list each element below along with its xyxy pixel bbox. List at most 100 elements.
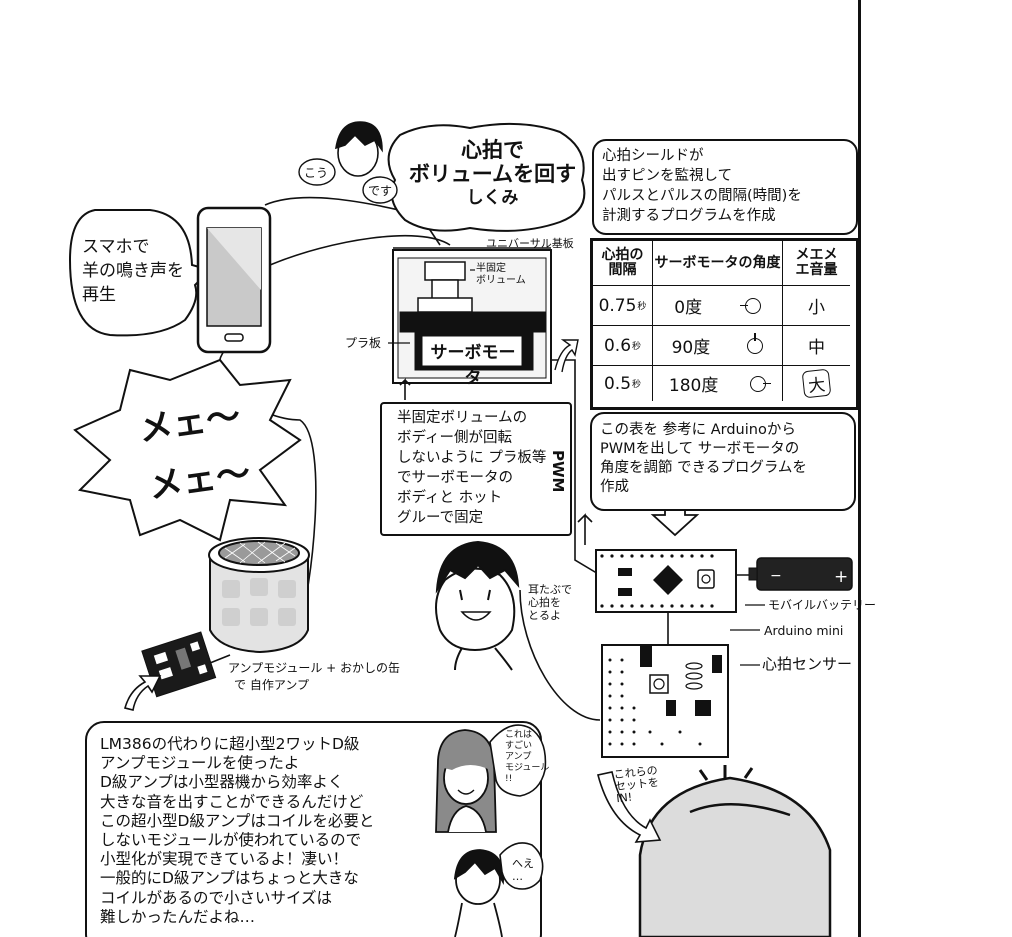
arduino-note-line-2: PWMを出して サーボモータの xyxy=(600,441,800,457)
phone-line-1: スマホで xyxy=(82,237,150,257)
fix-note-line-2: ボディー側が回転 xyxy=(397,430,512,446)
table-header-interval: 心拍の間隔 xyxy=(593,241,653,286)
table-row-3-angle: 180度 xyxy=(653,366,783,401)
explanation-line-10: 難しかったんだよね… xyxy=(100,907,256,926)
battery-plus: + xyxy=(834,567,848,587)
angle-3-value: 180度 xyxy=(668,376,719,396)
amp-label-2: で 自作アンプ xyxy=(234,678,309,692)
heartbeat-note-box xyxy=(592,139,858,235)
fix-note-text: 半固定ボリュームの ボディー側が回転 しないように プラ板等 でサーボモータの … xyxy=(397,408,546,528)
girl-bubble-4: モジュール xyxy=(505,763,550,773)
sheep-sound-burst xyxy=(73,358,302,542)
volume-label-2: ボリューム xyxy=(476,275,526,286)
heartbeat-line-2: 出すピンを監視して xyxy=(602,168,733,184)
girl-bubble-text: これは すごい アンプ モジュール !! xyxy=(505,730,549,785)
arduino-note-text: この表を 参考に Arduinoから PWMを出して サーボモータの 角度を調節… xyxy=(600,421,807,497)
title-line-2: ボリュームを回す xyxy=(408,162,577,186)
girl-bubble-5: !! xyxy=(505,774,513,784)
heartbeat-line-1: 心拍シールドが xyxy=(602,148,704,164)
page-border-line xyxy=(858,0,861,937)
curve-arrow xyxy=(554,339,579,373)
boy-bubble-right: です xyxy=(368,184,393,198)
arduino-mini xyxy=(595,549,737,613)
boy-head-top xyxy=(335,121,383,177)
explanation-text: LM386の代わりに超小型2ワットD級 アンプモジュールを使ったよ D級アンプは… xyxy=(100,735,374,927)
fix-note-line-4: でサーボモータの xyxy=(397,470,513,486)
heartbeat-line-4: 計測するプログラムを作成 xyxy=(602,208,776,224)
boy2-bubble-2: … xyxy=(512,870,523,883)
heartbeat-note-text: 心拍シールドが 出すピンを監視して パルスとパルスの間隔(時間)を 計測するプロ… xyxy=(602,146,802,226)
smiling-boy xyxy=(435,540,520,671)
dial-90-icon xyxy=(747,332,764,354)
table-row-2-volume: 中 xyxy=(783,326,850,366)
volume-label: 半固定 ボリューム xyxy=(476,263,526,287)
explanation-line-9: コイルがあるので小さいサイズは xyxy=(100,888,333,907)
arduino-note-line-3: 角度を調節 できるプログラムを xyxy=(600,460,807,476)
explanation-line-5: この超小型D級アンプはコイルを必要と xyxy=(100,811,375,830)
ear-label-2: 心拍を xyxy=(528,596,561,609)
ear-label-1: 耳たぶで xyxy=(528,583,572,596)
interval-1-value: 0.75 xyxy=(598,295,637,316)
explanation-line-7: 小型化が実現できているよ！凄い！ xyxy=(100,850,349,869)
explanation-line-3: D級アンプは小型器機から効率よく xyxy=(100,773,344,792)
arduino-note-line-4: 作成 xyxy=(600,479,629,495)
dial-180-icon xyxy=(750,375,772,392)
fix-note-line-3: しないように プラ板等 xyxy=(397,450,547,466)
volume-label-1: 半固定 xyxy=(476,263,506,274)
amp-arrow xyxy=(124,675,162,711)
explanation-line-8: 一般的にD級アンプはちょっと大きな xyxy=(100,869,359,888)
universal-board-label: ユニバーサル基板 xyxy=(486,237,574,250)
dial-0-icon xyxy=(739,297,761,314)
phone-bubble-shape xyxy=(68,209,212,337)
girl-bubble-shape xyxy=(489,724,547,797)
interval-2-unit: 秒 xyxy=(632,342,642,352)
battery-label: モバイルバッテリー xyxy=(768,598,877,612)
explanation-line-4: 大きな音を出すことができるんだけど xyxy=(100,792,364,811)
fix-note-box xyxy=(380,402,572,536)
explanation-line-2: アンプモジュールを使ったよ xyxy=(100,754,300,773)
phone-bubble-text: スマホで 羊の鳴き声を 再生 xyxy=(82,235,184,307)
title-line-1: 心拍で xyxy=(461,138,524,162)
backpack-arrow xyxy=(597,771,662,843)
heart-sensor xyxy=(601,644,729,758)
table-header-angle: サーボモータの角度 xyxy=(653,241,783,286)
board-arrow-up xyxy=(399,378,411,400)
sensor-label: 心拍センサー xyxy=(762,655,853,673)
boy-bubble-right-shape xyxy=(362,176,398,204)
boy2-bubble-shape xyxy=(499,842,544,890)
smartphone xyxy=(196,206,272,354)
phone-line-2: 羊の鳴き声を xyxy=(82,261,184,281)
table-row-1-angle: 0度 xyxy=(653,286,783,326)
volume-large-burst: 大 xyxy=(801,368,832,399)
mobile-battery xyxy=(748,557,853,591)
plastic-board-label: プラ板 xyxy=(345,336,382,350)
angle-2-value: 90度 xyxy=(671,338,711,358)
ear-label: 耳たぶで 心拍を とるよ xyxy=(528,583,572,622)
fix-note-line-6: グルーで固定 xyxy=(397,510,484,526)
title-line-3: しくみ xyxy=(466,188,519,208)
table-row-2-angle: 90度 xyxy=(653,326,783,366)
boy2-bubble-1: へえ xyxy=(512,857,534,870)
backpack xyxy=(638,765,832,937)
girl-bubble-2: すごい xyxy=(505,741,533,751)
battery-minus: − xyxy=(770,568,782,584)
boy-bottom xyxy=(453,849,504,937)
angle-1-value: 0度 xyxy=(674,298,703,318)
girl xyxy=(435,729,497,833)
explanation-line-1: LM386の代わりに超小型2ワットD級 xyxy=(100,735,360,753)
fix-note-line-1: 半固定ボリュームの xyxy=(397,410,528,426)
amp-module xyxy=(141,631,217,698)
ear-label-3: とるよ xyxy=(528,609,561,622)
interval-2-value: 0.6 xyxy=(603,335,632,356)
arduino-note-line-1: この表を 参考に Arduinoから xyxy=(600,422,796,438)
table-row-3-volume: 大 xyxy=(783,366,850,401)
servo-motor-label: サーボモータ xyxy=(430,343,516,388)
explanation-line-6: しないモジュールが使われているので xyxy=(100,831,362,850)
girl-bubble-1: これは xyxy=(505,730,533,740)
table-header-volume: メエメエ音量 xyxy=(783,241,850,286)
arduino-note-box xyxy=(590,412,856,511)
table-row-1-volume: 小 xyxy=(783,286,850,326)
backpack-note: これらの セットを IN! xyxy=(613,764,661,805)
